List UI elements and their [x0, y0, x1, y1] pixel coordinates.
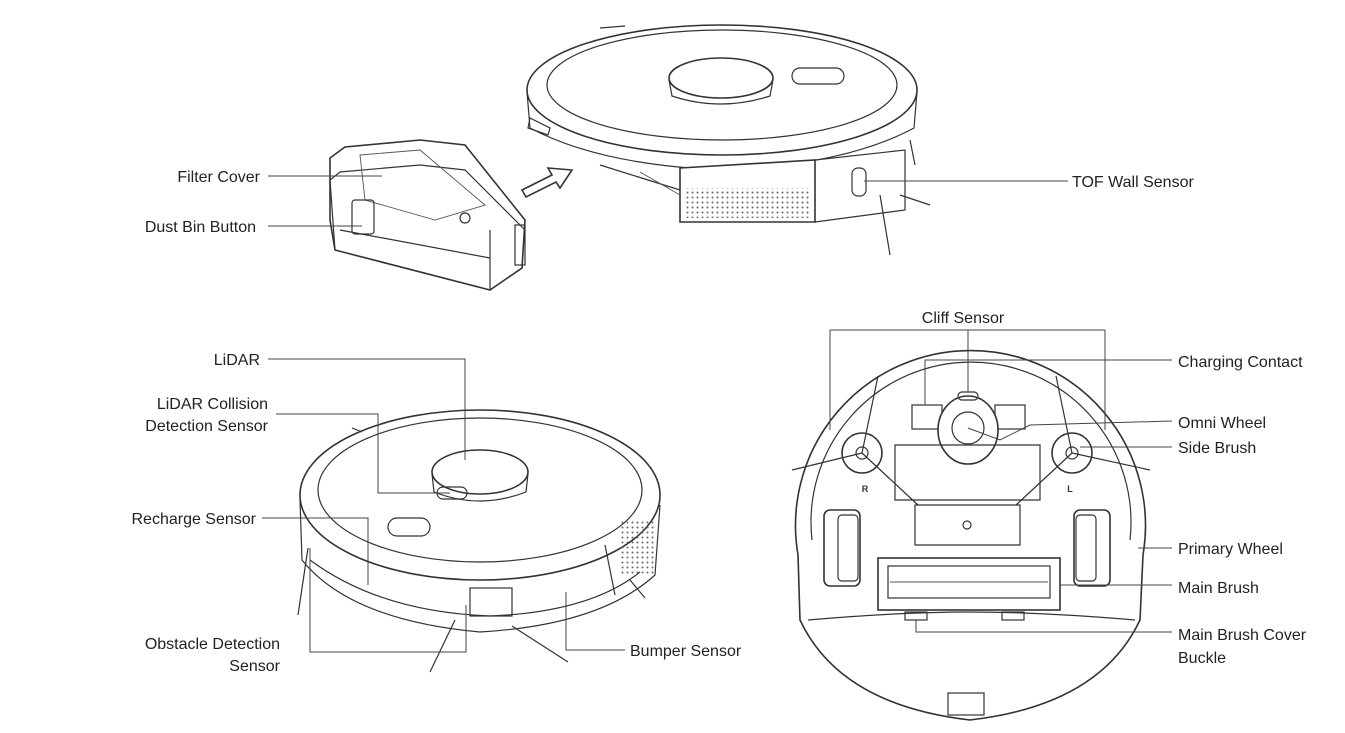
label-side-brush: Side Brush [1178, 440, 1256, 457]
label-tof-wall-sensor: TOF Wall Sensor [1072, 174, 1194, 191]
leader-lines [262, 175, 1173, 653]
label-obstacle-line1: Obstacle Detection [145, 636, 280, 653]
robot-top-view-drawing [526, 24, 931, 256]
insert-arrow-icon [520, 167, 574, 199]
label-main-brush-cover-line1: Main Brush Cover [1178, 627, 1307, 644]
label-lidar-collision-line2: Detection Sensor [145, 418, 268, 435]
label-cliff-sensor: Cliff Sensor [922, 310, 1005, 327]
label-lidar-collision-line1: LiDAR Collision [157, 396, 268, 413]
label-main-brush: Main Brush [1178, 580, 1259, 597]
label-omni-wheel: Omni Wheel [1178, 415, 1266, 432]
label-charging-contact: Charging Contact [1178, 354, 1303, 371]
label-bumper-sensor: Bumper Sensor [630, 643, 742, 660]
label-filter-cover: Filter Cover [177, 169, 260, 186]
label-obstacle-line2: Sensor [229, 658, 280, 675]
robot-perspective-drawing [297, 409, 661, 673]
label-primary-wheel: Primary Wheel [1178, 541, 1283, 558]
robot-underside-drawing [791, 349, 1151, 721]
label-lidar: LiDAR [214, 352, 260, 369]
label-dust-bin-button: Dust Bin Button [145, 219, 256, 236]
wheel-mark-r: R [862, 484, 869, 494]
label-main-brush-cover-line2: Buckle [1178, 650, 1226, 667]
wheel-mark-l: L [1067, 484, 1073, 494]
label-recharge-sensor: Recharge Sensor [131, 511, 256, 528]
dust-bin-drawing [329, 139, 526, 291]
